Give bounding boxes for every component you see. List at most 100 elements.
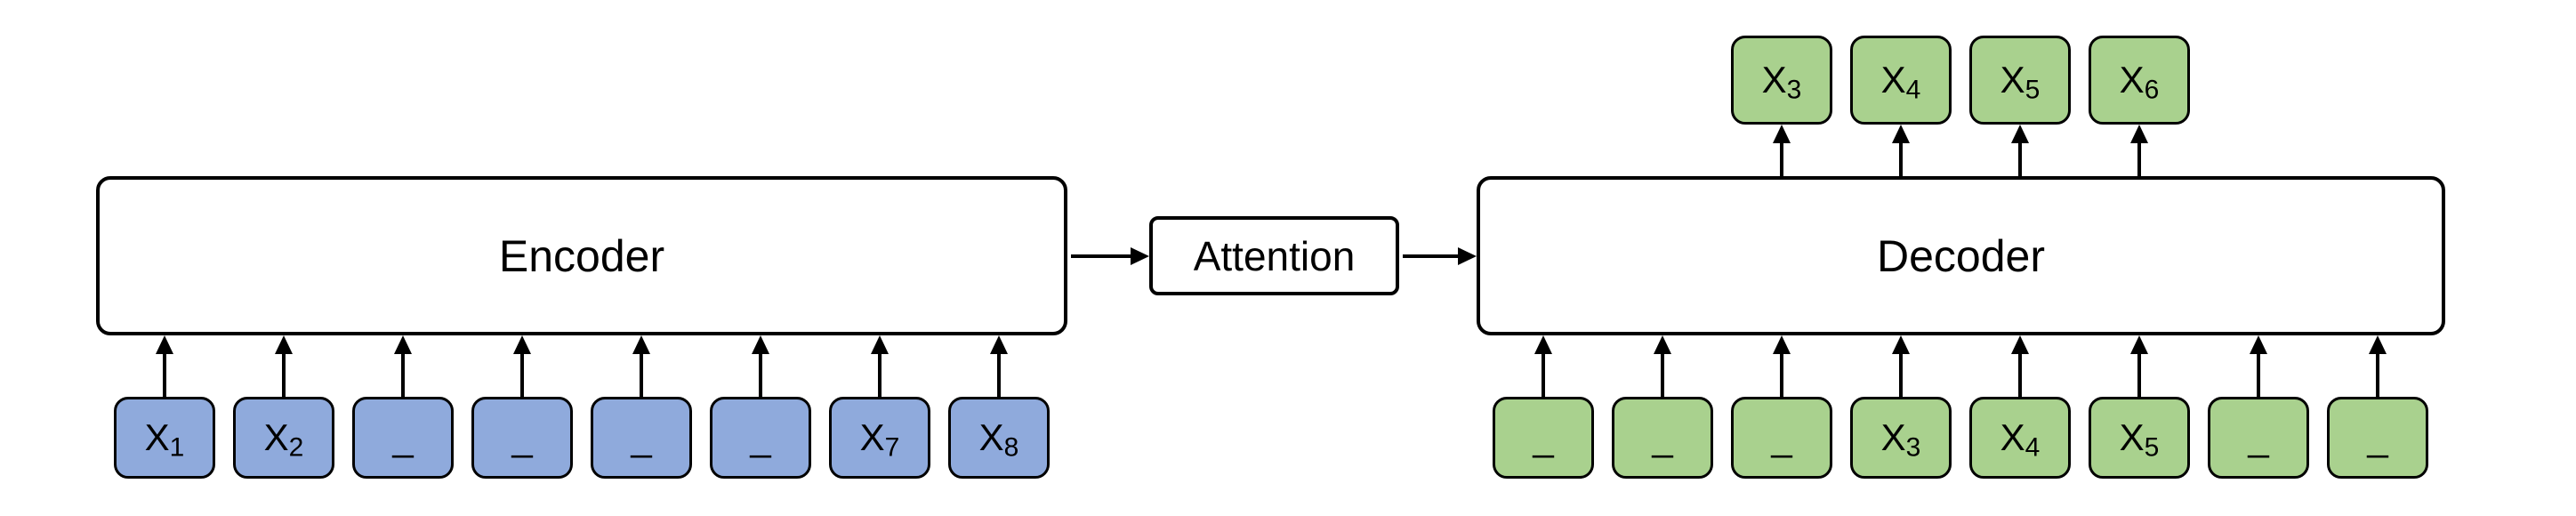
token-label: X bbox=[859, 416, 885, 458]
encoder-input-token-arrow bbox=[394, 335, 412, 397]
arrow-shaft bbox=[2376, 348, 2379, 397]
token-subscript: 4 bbox=[2025, 432, 2041, 463]
arrowhead-up-icon bbox=[2011, 335, 2029, 354]
decoder-input-token-arrow bbox=[1654, 335, 1671, 397]
encoder-to-attention-arrow bbox=[1071, 247, 1149, 265]
arrowhead-up-icon bbox=[1892, 335, 1910, 354]
encoder-input-token: _ bbox=[471, 397, 573, 479]
decoder-input-token-arrow bbox=[2250, 335, 2267, 397]
arrow-shaft bbox=[1661, 348, 1664, 397]
arrowhead-up-icon bbox=[632, 335, 650, 354]
attention-box: Attention bbox=[1149, 216, 1399, 295]
arrowhead-up-icon bbox=[1654, 335, 1671, 354]
arrowhead-up-icon bbox=[2130, 335, 2148, 354]
arrow-shaft bbox=[2257, 348, 2260, 397]
decoder-input-token-arrow bbox=[2011, 335, 2029, 397]
arrow-shaft bbox=[2137, 137, 2141, 176]
token-subscript: 2 bbox=[288, 432, 304, 463]
decoder-input-token: _ bbox=[2327, 397, 2428, 479]
arrow-shaft bbox=[282, 348, 286, 397]
arrowhead-up-icon bbox=[1773, 125, 1791, 143]
arrow-shaft bbox=[401, 348, 405, 397]
arrowhead-up-icon bbox=[752, 335, 769, 354]
arrowhead-up-icon bbox=[2369, 335, 2387, 354]
encoder-box: Encoder bbox=[96, 176, 1067, 335]
decoder-output-token-arrow bbox=[1773, 125, 1791, 176]
token-label: _ bbox=[1771, 416, 1792, 458]
encoder-input-token-arrow bbox=[990, 335, 1008, 397]
token-label: X bbox=[2119, 416, 2145, 458]
arrowhead-up-icon bbox=[1892, 125, 1910, 143]
encoder-input-token-arrow bbox=[275, 335, 293, 397]
arrow-shaft bbox=[520, 348, 524, 397]
encoder-input-token-arrow bbox=[156, 335, 173, 397]
arrow-shaft bbox=[878, 348, 881, 397]
token-subscript: 3 bbox=[1905, 432, 1921, 463]
arrow-shaft bbox=[2018, 348, 2022, 397]
arrow-shaft bbox=[1899, 348, 1903, 397]
token-label: _ bbox=[1533, 416, 1554, 458]
decoder-input-token-arrow bbox=[1534, 335, 1552, 397]
token-label: _ bbox=[1652, 416, 1673, 458]
arrow-shaft bbox=[1071, 254, 1137, 258]
token-subscript: 5 bbox=[2025, 75, 2041, 105]
arrow-shaft bbox=[2018, 137, 2022, 176]
arrow-shaft bbox=[1780, 348, 1783, 397]
arrowhead-up-icon bbox=[275, 335, 293, 354]
arrowhead-up-icon bbox=[2250, 335, 2267, 354]
arrowhead-up-icon bbox=[871, 335, 889, 354]
token-label: _ bbox=[392, 416, 414, 458]
decoder-input-token-arrow bbox=[2369, 335, 2387, 397]
token-label: X bbox=[1761, 59, 1787, 101]
decoder-input-token: _ bbox=[1612, 397, 1713, 479]
arrowhead-up-icon bbox=[1534, 335, 1552, 354]
encoder-input-token: _ bbox=[352, 397, 454, 479]
encoder-input-token-arrow bbox=[513, 335, 531, 397]
arrowhead-right-icon bbox=[1131, 247, 1149, 265]
arrowhead-up-icon bbox=[990, 335, 1008, 354]
token-subscript: 5 bbox=[2144, 432, 2160, 463]
token-label: _ bbox=[750, 416, 771, 458]
token-subscript: 7 bbox=[884, 432, 900, 463]
arrowhead-right-icon bbox=[1458, 247, 1477, 265]
decoder-input-token-arrow bbox=[1892, 335, 1910, 397]
token-subscript: 1 bbox=[169, 432, 185, 463]
arrow-shaft bbox=[1780, 137, 1783, 176]
decoder-output-token-arrow bbox=[2011, 125, 2029, 176]
decoder-output-token-arrow bbox=[1892, 125, 1910, 176]
decoder-label: Decoder bbox=[1877, 230, 2045, 281]
encoder-label: Encoder bbox=[498, 230, 665, 281]
token-subscript: 3 bbox=[1786, 75, 1802, 105]
decoder-input-token: _ bbox=[1493, 397, 1594, 479]
arrowhead-up-icon bbox=[394, 335, 412, 354]
token-label: _ bbox=[2367, 416, 2388, 458]
token-subscript: 6 bbox=[2144, 75, 2160, 105]
decoder-input-token: _ bbox=[1731, 397, 1832, 479]
token-label: X bbox=[1880, 59, 1906, 101]
encoder-input-token: _ bbox=[710, 397, 811, 479]
encoder-input-token: _ bbox=[591, 397, 692, 479]
arrow-shaft bbox=[1542, 348, 1545, 397]
token-subscript: 4 bbox=[1905, 75, 1921, 105]
arrow-shaft bbox=[997, 348, 1001, 397]
token-label: _ bbox=[631, 416, 652, 458]
arrow-shaft bbox=[2137, 348, 2141, 397]
arrow-shaft bbox=[163, 348, 166, 397]
arrow-shaft bbox=[759, 348, 762, 397]
decoder-input-token-arrow bbox=[2130, 335, 2148, 397]
token-label: X bbox=[144, 416, 170, 458]
arrowhead-up-icon bbox=[2011, 125, 2029, 143]
arrowhead-up-icon bbox=[2130, 125, 2148, 143]
